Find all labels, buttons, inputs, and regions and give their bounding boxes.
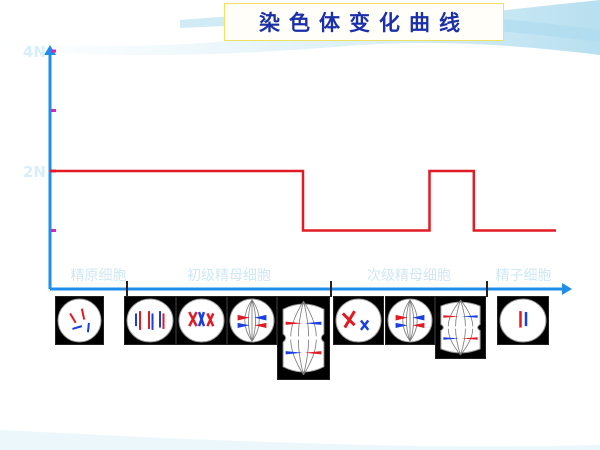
cell-tetrad-icon	[178, 298, 225, 343]
spermatogonium-cell-image	[55, 296, 104, 345]
cell-scattered-chromosomes-icon	[57, 298, 102, 343]
primary-anaphase-cell-image	[277, 296, 330, 380]
spermatid-cell-image	[497, 296, 549, 345]
stage-label: 初级精母细胞	[187, 267, 271, 284]
primary-metaphase-cell-image	[227, 296, 277, 345]
chart-title: 染色体变化曲线	[259, 10, 469, 35]
cell-spindle-metaphase-icon	[387, 298, 433, 343]
cell-dividing-anaphase-icon	[282, 300, 325, 376]
cell-spindle-metaphase-icon	[229, 298, 275, 343]
x-axis-arrow	[562, 283, 572, 295]
secondary-anaphase-cell-image	[435, 296, 486, 359]
primary-prophase-cell-image	[124, 296, 176, 345]
cell-single-chromosomes-icon	[499, 298, 547, 343]
cell-dividing-anaphase-icon	[440, 299, 481, 356]
stage-label: 精子细胞	[496, 268, 552, 284]
y-tick-label-4N: 4N	[23, 43, 46, 61]
secondary-prophase-cell-image	[333, 296, 384, 345]
primary-synapsis-cell-image	[176, 296, 227, 345]
cell-x-chromosomes-icon	[335, 298, 382, 343]
chromosome-series-line	[50, 169, 556, 232]
chart-title-box: 染色体变化曲线	[224, 3, 504, 41]
stage-label: 次级精母细胞	[367, 268, 451, 284]
secondary-metaphase-cell-image	[385, 296, 435, 345]
cell-paired-chromosomes-icon	[126, 298, 174, 343]
y-tick-label-2N: 2N	[23, 163, 46, 181]
stage-label: 精原细胞	[71, 268, 127, 284]
